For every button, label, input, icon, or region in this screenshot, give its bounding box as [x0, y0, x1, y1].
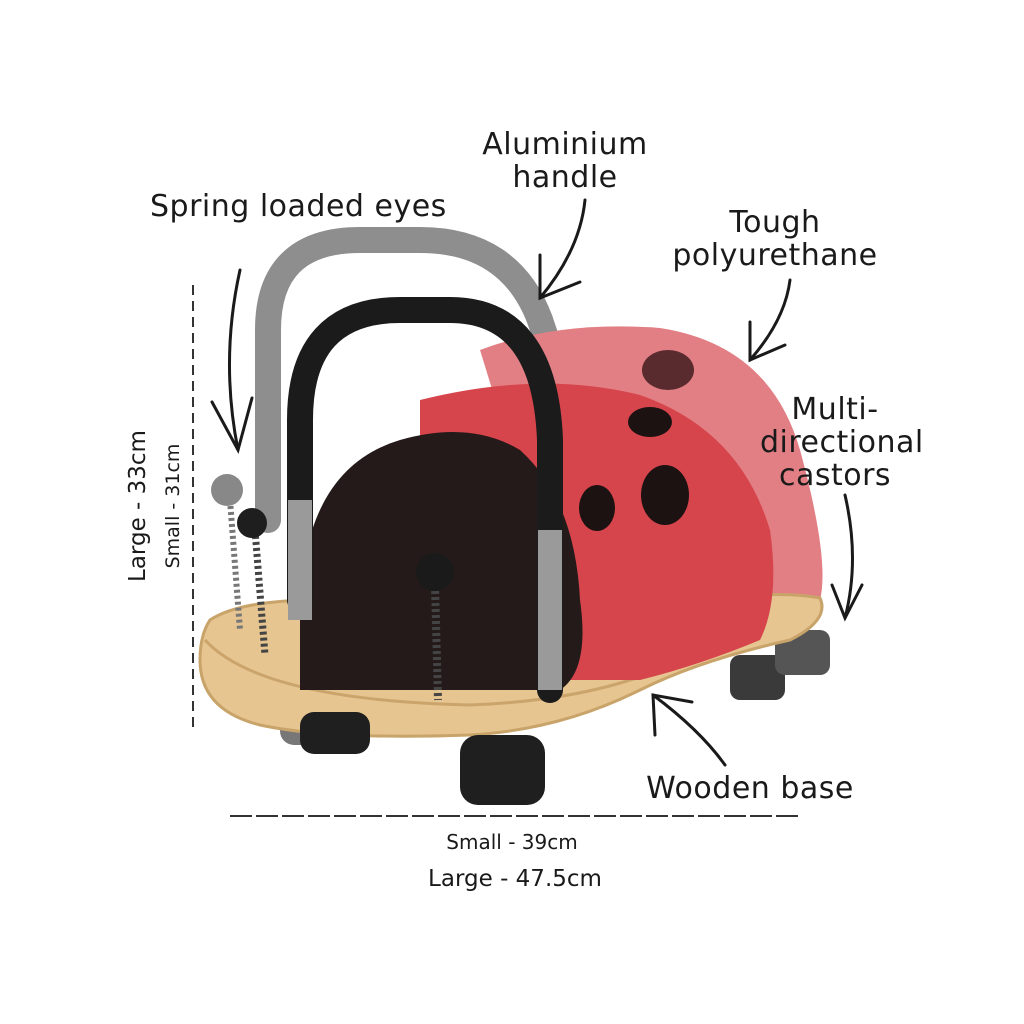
arrow-polyurethane	[748, 278, 792, 362]
arrow-handle-head	[538, 253, 582, 301]
width-large-label: Large - 47.5cm	[428, 866, 602, 892]
shell-spots	[579, 407, 689, 531]
height-large-label: Large - 33cm	[125, 430, 151, 582]
back-handle	[255, 227, 573, 533]
front-castors	[300, 712, 545, 805]
label-tough-polyurethane: Tough polyurethane	[672, 205, 878, 273]
label-multi-directional-castors: Multi-directional castors	[760, 392, 924, 493]
arrow-handle	[538, 198, 587, 300]
arrow-spring-eyes	[228, 268, 242, 452]
arrow-wooden-base-head	[651, 693, 694, 737]
arrow-castors-head	[830, 583, 864, 622]
width-small-label: Small - 39cm	[446, 830, 578, 854]
label-aluminium-handle: Aluminium handle	[482, 127, 648, 195]
label-spring-loaded-eyes: Spring loaded eyes	[150, 189, 447, 224]
spring-eye-middle	[237, 508, 269, 656]
spring-eye-right	[416, 553, 454, 701]
arrow-polyurethane-head	[748, 320, 787, 363]
arrow-wooden-base	[651, 693, 727, 767]
label-wooden-base: Wooden base	[646, 771, 854, 806]
front-handle	[287, 297, 563, 703]
arrow-spring-eyes-head	[210, 396, 254, 455]
height-small-label: Small - 31cm	[162, 443, 184, 569]
back-spot	[642, 350, 694, 390]
arrow-castors	[843, 493, 854, 620]
spring-eye-left	[211, 474, 243, 631]
